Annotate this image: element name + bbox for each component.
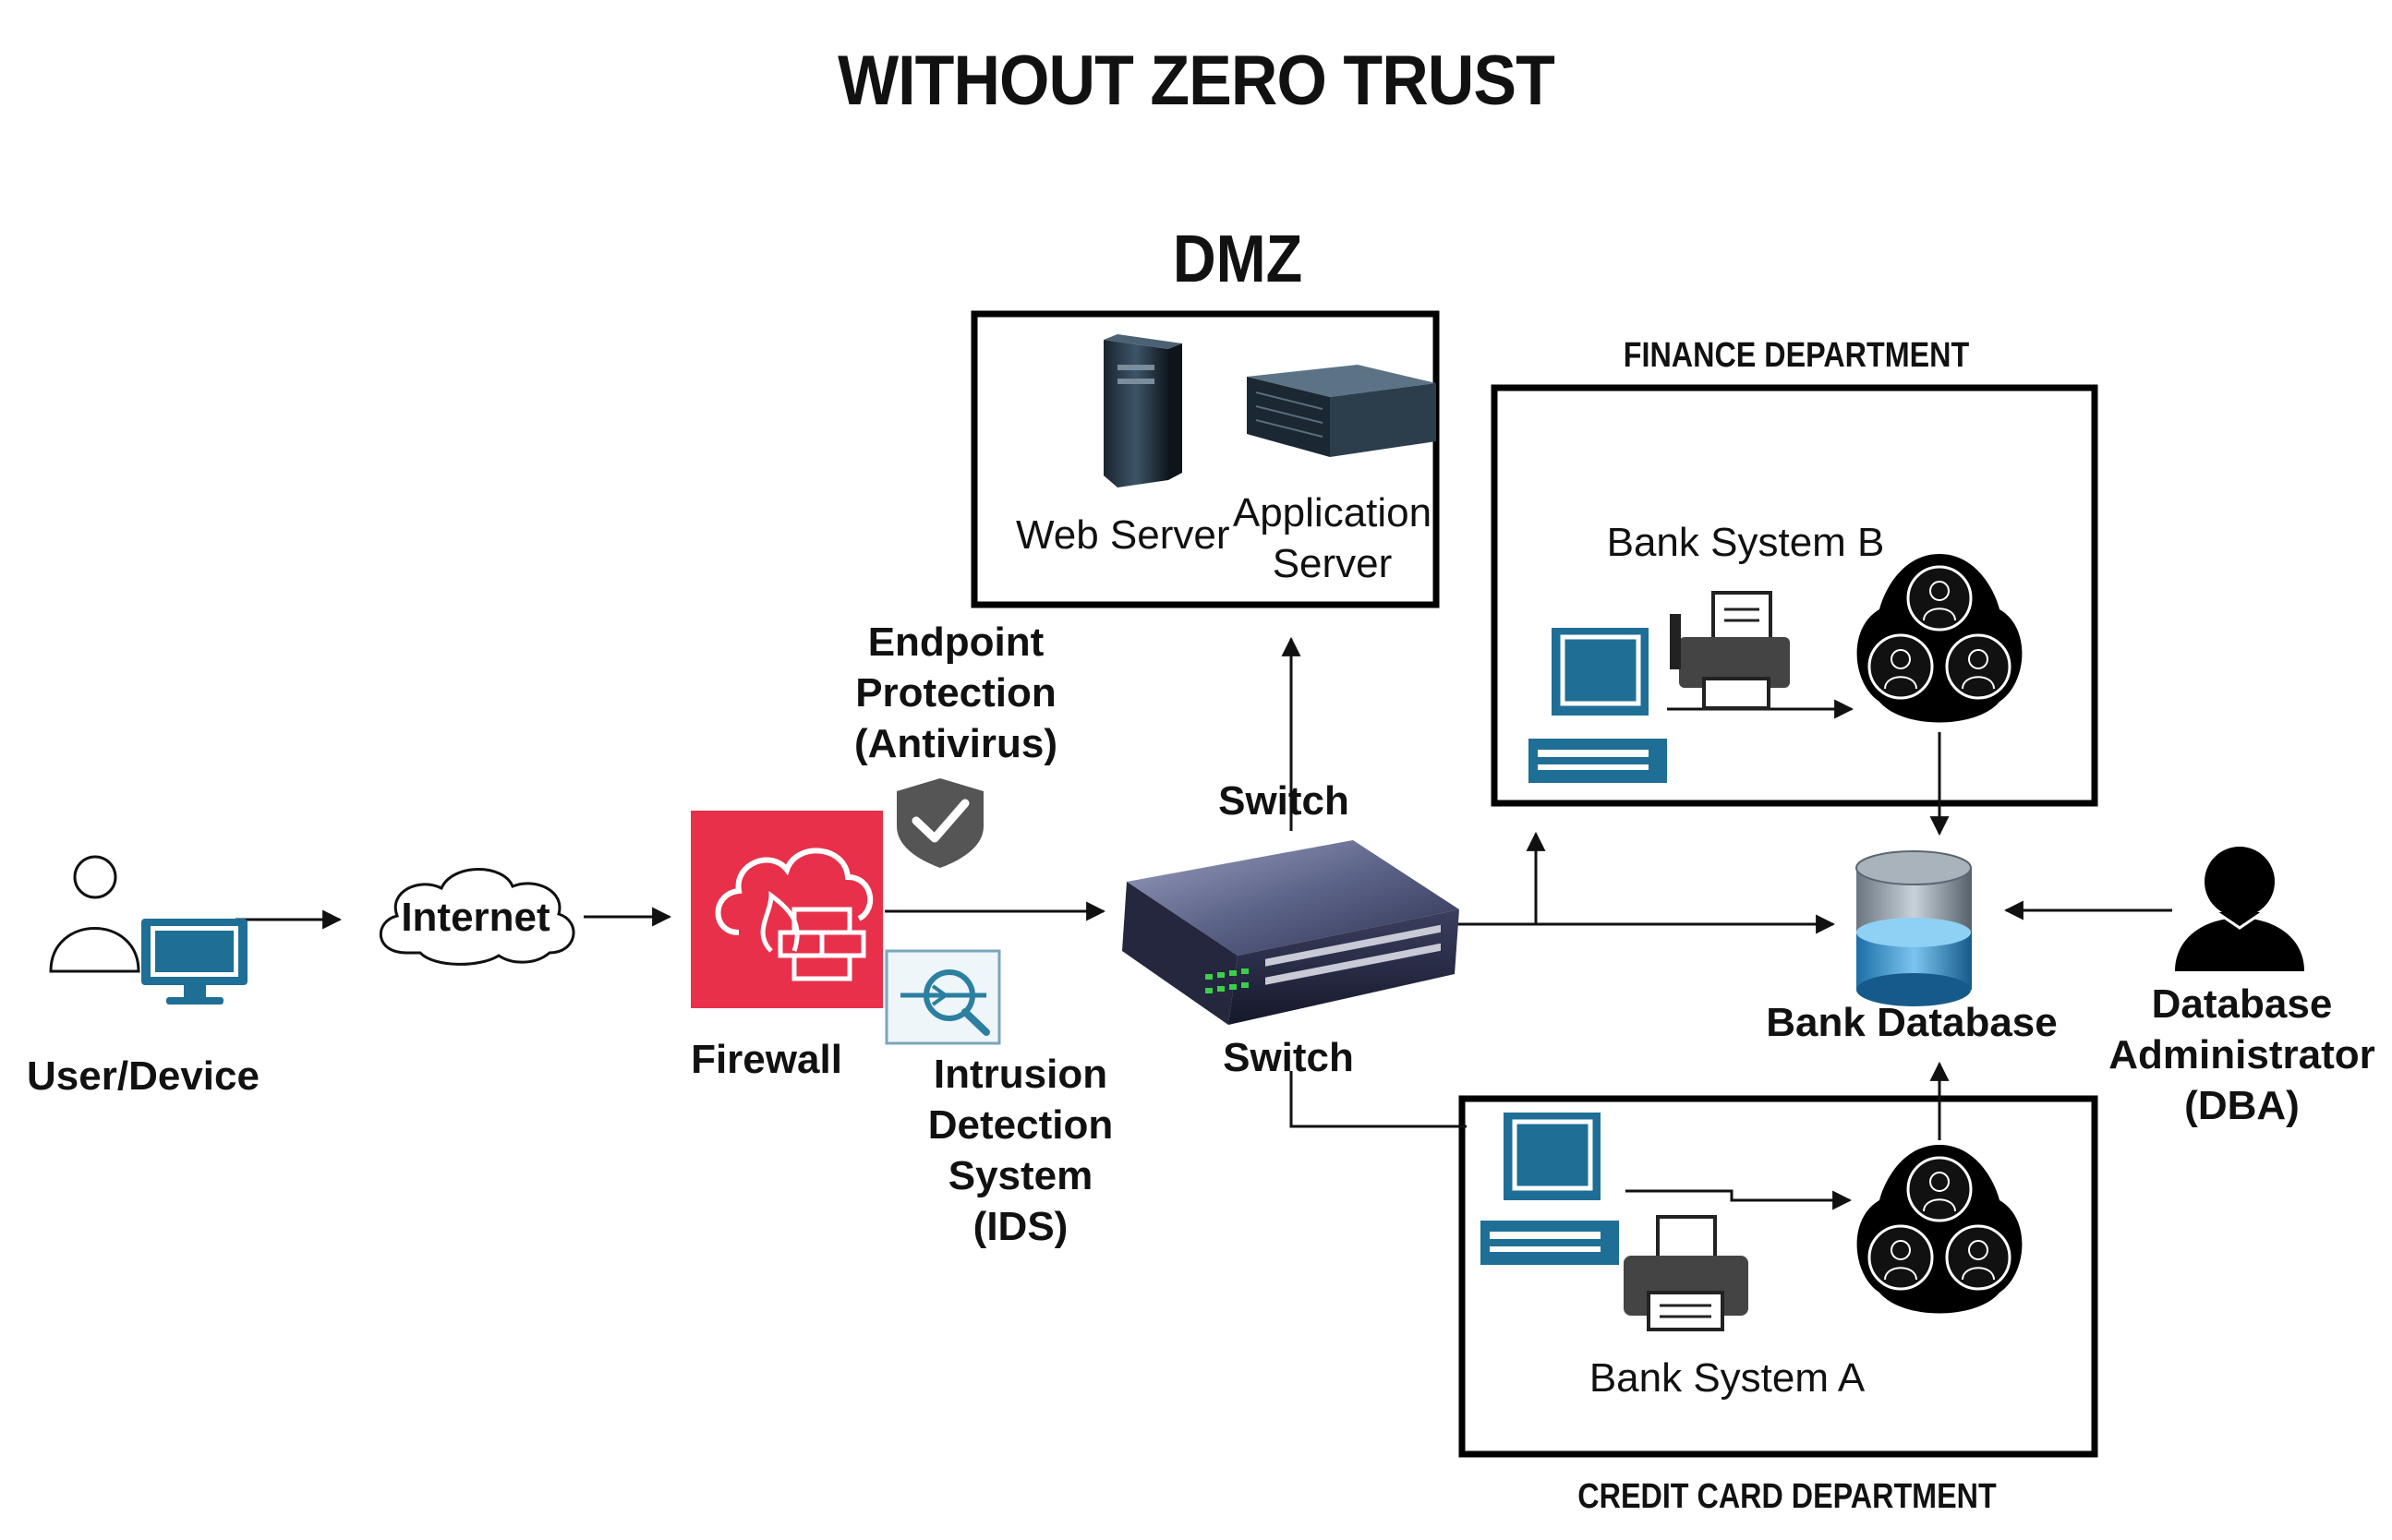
diagram-title: WITHOUT ZERO TRUST [838, 42, 1555, 120]
bank-system-a-label: Bank System A [1589, 1355, 1866, 1401]
printer-icon [1624, 1215, 1748, 1331]
ids-icon [885, 949, 1001, 1045]
dmz-label: DMZ [1172, 223, 1303, 296]
endpoint-protection-label: Endpoint Protection (Antivirus) [822, 617, 1090, 769]
endpoint-label-line2: Protection [855, 670, 1057, 716]
endpoint-label-line1: Endpoint [867, 620, 1045, 665]
dba-label-line2: Administrator [2108, 1032, 2375, 1077]
dba-label-line3: (DBA) [2184, 1083, 2300, 1128]
bank-system-a-arrow [1625, 1189, 1853, 1210]
switch-to-credit-card-line [1289, 1071, 1467, 1128]
database-icon [1855, 850, 1972, 1006]
shield-check-icon [897, 778, 984, 868]
firewall-icon [691, 811, 883, 1008]
internet-label: Internet [401, 895, 550, 940]
switch-bottom-label: Switch [1223, 1035, 1354, 1080]
user-device-icon [49, 855, 248, 1005]
application-server-label: Application Server [1228, 487, 1436, 589]
user-group-icon [1856, 1145, 2023, 1314]
connectors [236, 636, 2172, 1210]
ids-label-line1: Intrusion [933, 1052, 1108, 1097]
credit-card-department-box [1458, 1095, 2098, 1458]
user-device-label: User/Device [27, 1053, 260, 1099]
dmz-box [971, 310, 1440, 608]
tower-server-icon [1104, 334, 1182, 487]
dba-label-line1: Database [2151, 981, 2333, 1027]
finance-department-box [1491, 384, 2098, 807]
dba-label: Database Administrator (DBA) [2096, 979, 2387, 1131]
network-switch-icon [1122, 840, 1459, 1025]
ids-label-line2: Detection [927, 1102, 1114, 1148]
application-server-label-line2: Server [1272, 541, 1393, 586]
cloud-icon [380, 868, 575, 966]
web-server-label: Web Server [1016, 512, 1230, 558]
bank-system-b-label: Bank System B [1606, 520, 1885, 565]
computer-icon [1528, 628, 1667, 783]
switch-top-label: Switch [1218, 778, 1349, 824]
user-group-icon [1856, 554, 2023, 723]
admin-user-icon [2175, 847, 2304, 971]
endpoint-label-line3: (Antivirus) [854, 721, 1057, 766]
ids-label-line3: System [948, 1153, 1093, 1198]
ids-label-line4: (IDS) [973, 1204, 1069, 1249]
credit-card-department-label: CREDIT CARD DEPARTMENT [1577, 1477, 1997, 1516]
rack-server-icon [1247, 365, 1436, 457]
ids-label: Intrusion Detection System (IDS) [887, 1049, 1154, 1252]
bank-database-label: Bank Database [1766, 1000, 2058, 1045]
computer-icon [1480, 1113, 1619, 1265]
finance-department-label: FINANCE DEPARTMENT [1623, 336, 1970, 375]
application-server-label-line1: Application [1232, 490, 1432, 535]
firewall-label: Firewall [691, 1037, 842, 1082]
printer-icon [1670, 591, 1790, 710]
